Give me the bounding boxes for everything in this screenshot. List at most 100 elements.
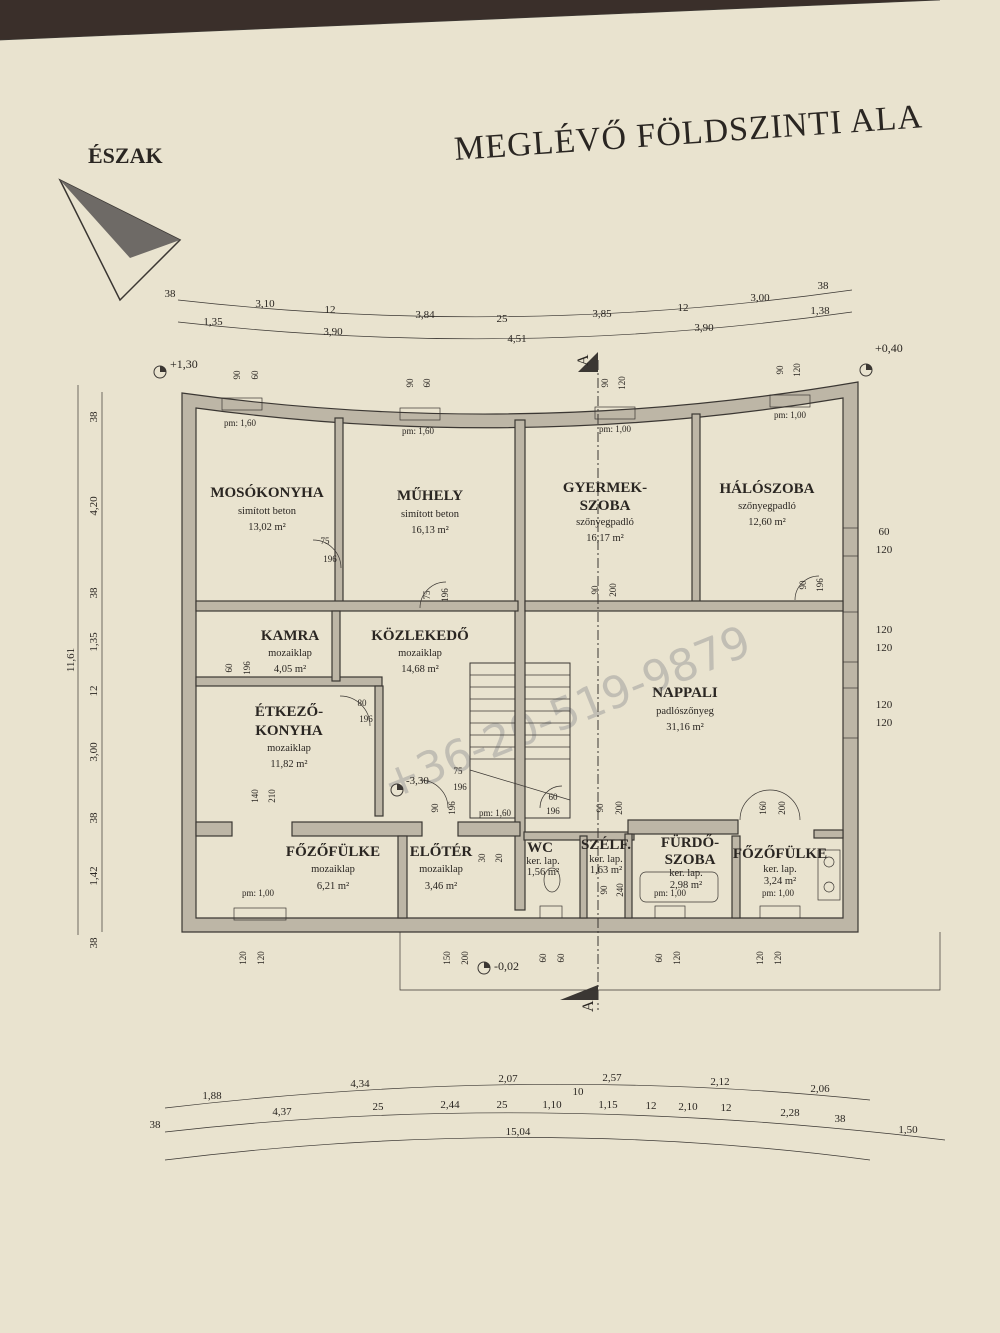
bottom-dims-row2: 38 4,37 25 2,44 25 1,10 1,15 12 2,10 12 … [150, 1099, 919, 1136]
svg-text:4,20: 4,20 [88, 496, 100, 516]
svg-text:1,38: 1,38 [810, 305, 830, 317]
svg-text:12: 12 [646, 1100, 657, 1112]
svg-text:3,90: 3,90 [323, 326, 343, 338]
svg-text:240: 240 [615, 883, 625, 897]
bottom-total-dim: 15,04 [506, 1126, 531, 1138]
svg-text:38: 38 [88, 587, 100, 599]
room-eloter: ELŐTÉR mozaiklap 3,46 m² [410, 843, 473, 892]
svg-text:90: 90 [405, 378, 415, 388]
svg-text:3,84: 3,84 [415, 309, 435, 321]
svg-text:4,34: 4,34 [350, 1078, 370, 1090]
svg-text:38: 38 [88, 812, 100, 824]
svg-text:padlószőnyeg: padlószőnyeg [656, 706, 714, 717]
svg-text:60: 60 [250, 370, 260, 380]
svg-text:1,35: 1,35 [88, 632, 100, 652]
svg-text:2,07: 2,07 [498, 1073, 518, 1085]
svg-text:12,60 m²: 12,60 m² [748, 517, 786, 528]
svg-text:ker. lap.: ker. lap. [669, 868, 703, 879]
svg-text:200: 200 [614, 801, 624, 815]
svg-text:pm: 1,00: pm: 1,00 [654, 888, 687, 898]
section-label-top: A [575, 354, 592, 366]
svg-text:90: 90 [590, 585, 600, 595]
svg-text:KAMRA: KAMRA [261, 628, 319, 644]
svg-text:196: 196 [453, 782, 467, 792]
svg-text:mozaiklap: mozaiklap [398, 648, 442, 659]
svg-text:120: 120 [238, 951, 248, 965]
svg-text:pm: 1,00: pm: 1,00 [762, 888, 795, 898]
opening-annotations: 90 60 90 60 90 120 90 120 pm: 1,60 pm: 1… [224, 363, 825, 965]
room-mosokonyha: MOSÓKONYHA simított beton 13,02 m² [210, 484, 324, 533]
svg-text:szőnyegpadló: szőnyegpadló [576, 517, 634, 528]
svg-text:90: 90 [775, 365, 785, 375]
svg-text:12: 12 [325, 304, 336, 316]
svg-text:196: 196 [359, 714, 373, 724]
svg-text:120: 120 [876, 642, 893, 654]
svg-text:WC: WC [527, 840, 553, 856]
svg-text:90: 90 [599, 885, 609, 895]
svg-text:200: 200 [777, 801, 787, 815]
bottom-dims-row1: 1,88 4,34 2,07 10 2,57 2,12 2,06 [202, 1072, 830, 1102]
svg-text:60: 60 [654, 953, 664, 963]
svg-text:12: 12 [721, 1102, 732, 1114]
top-windows [221, 394, 811, 421]
svg-text:60: 60 [224, 663, 234, 673]
svg-text:120: 120 [876, 699, 893, 711]
svg-text:MŰHELY: MŰHELY [397, 487, 463, 504]
svg-text:2,28: 2,28 [780, 1107, 800, 1119]
room-wc: WC ker. lap. 1,56 m² [526, 840, 560, 878]
svg-text:FÜRDŐ-: FÜRDŐ- [661, 834, 719, 851]
room-fozofulke-2: FŐZŐFÜLKE ker. lap. 3,24 m² [733, 845, 827, 887]
svg-text:pm: 1,00: pm: 1,00 [242, 888, 275, 898]
svg-text:2,98 m²: 2,98 m² [670, 880, 702, 891]
svg-text:ÉTKEZŐ-: ÉTKEZŐ- [255, 703, 323, 720]
svg-text:80: 80 [358, 698, 368, 708]
svg-text:11,82 m²: 11,82 m² [270, 759, 307, 770]
svg-text:1,15: 1,15 [598, 1099, 618, 1111]
level-marker-ne: +0,40 [859, 341, 903, 377]
svg-text:pm: 1,00: pm: 1,00 [599, 424, 632, 434]
svg-text:120: 120 [876, 717, 893, 729]
right-opening-dims: 60 120 120 120 120 120 [876, 526, 893, 729]
svg-text:60: 60 [538, 953, 548, 963]
svg-text:3,00: 3,00 [750, 292, 770, 304]
svg-text:pm: 1,60: pm: 1,60 [479, 808, 512, 818]
left-dimension-chain: 11,61 38 4,20 38 1,35 12 3,00 38 1,42 38 [65, 385, 103, 949]
svg-text:1,56 m²: 1,56 m² [527, 867, 559, 878]
entrance-outline [399, 932, 941, 991]
svg-text:1,88: 1,88 [202, 1090, 222, 1102]
top-dims-row1: 38 3,10 12 3,84 25 3,85 12 3,00 38 [165, 280, 830, 325]
svg-text:120: 120 [876, 624, 893, 636]
svg-text:196: 196 [242, 661, 252, 675]
bottom-windows [233, 905, 801, 921]
svg-text:3,90: 3,90 [694, 322, 714, 334]
room-szelfogo: SZÉLF. ker. lap. 1,63 m² [581, 836, 631, 876]
bottom-dimension-chain [164, 1083, 946, 1161]
svg-text:SZOBA: SZOBA [665, 852, 716, 868]
svg-text:3,46 m²: 3,46 m² [425, 881, 457, 892]
svg-text:KONYHA: KONYHA [255, 723, 323, 739]
svg-text:1,10: 1,10 [542, 1099, 562, 1111]
outer-walls [181, 381, 859, 933]
svg-text:NAPPALI: NAPPALI [652, 685, 718, 701]
room-kamra: KAMRA mozaiklap 4,05 m² [261, 628, 319, 675]
svg-text:mozaiklap: mozaiklap [267, 743, 311, 754]
svg-text:2,57: 2,57 [602, 1072, 622, 1084]
svg-text:SZÉLF.: SZÉLF. [581, 836, 631, 853]
svg-text:160: 160 [758, 801, 768, 815]
section-line: A A [560, 352, 599, 1012]
level-marker-inner: -3,30 [390, 775, 429, 797]
svg-text:3,85: 3,85 [592, 308, 612, 320]
north-arrow-icon [58, 178, 182, 302]
paper-fold [0, 0, 941, 41]
svg-text:+0,40: +0,40 [875, 341, 903, 355]
svg-text:pm: 1,60: pm: 1,60 [402, 426, 435, 436]
svg-text:196: 196 [447, 801, 457, 815]
svg-text:simított beton: simított beton [401, 509, 460, 520]
room-nappali: NAPPALI padlószőnyeg 31,16 m² [652, 685, 718, 733]
svg-text:FŐZŐFÜLKE: FŐZŐFÜLKE [733, 845, 827, 862]
svg-text:90: 90 [798, 580, 808, 590]
svg-text:11,61: 11,61 [65, 648, 77, 672]
svg-text:140: 140 [250, 789, 260, 803]
svg-text:+1,30: +1,30 [170, 357, 198, 371]
